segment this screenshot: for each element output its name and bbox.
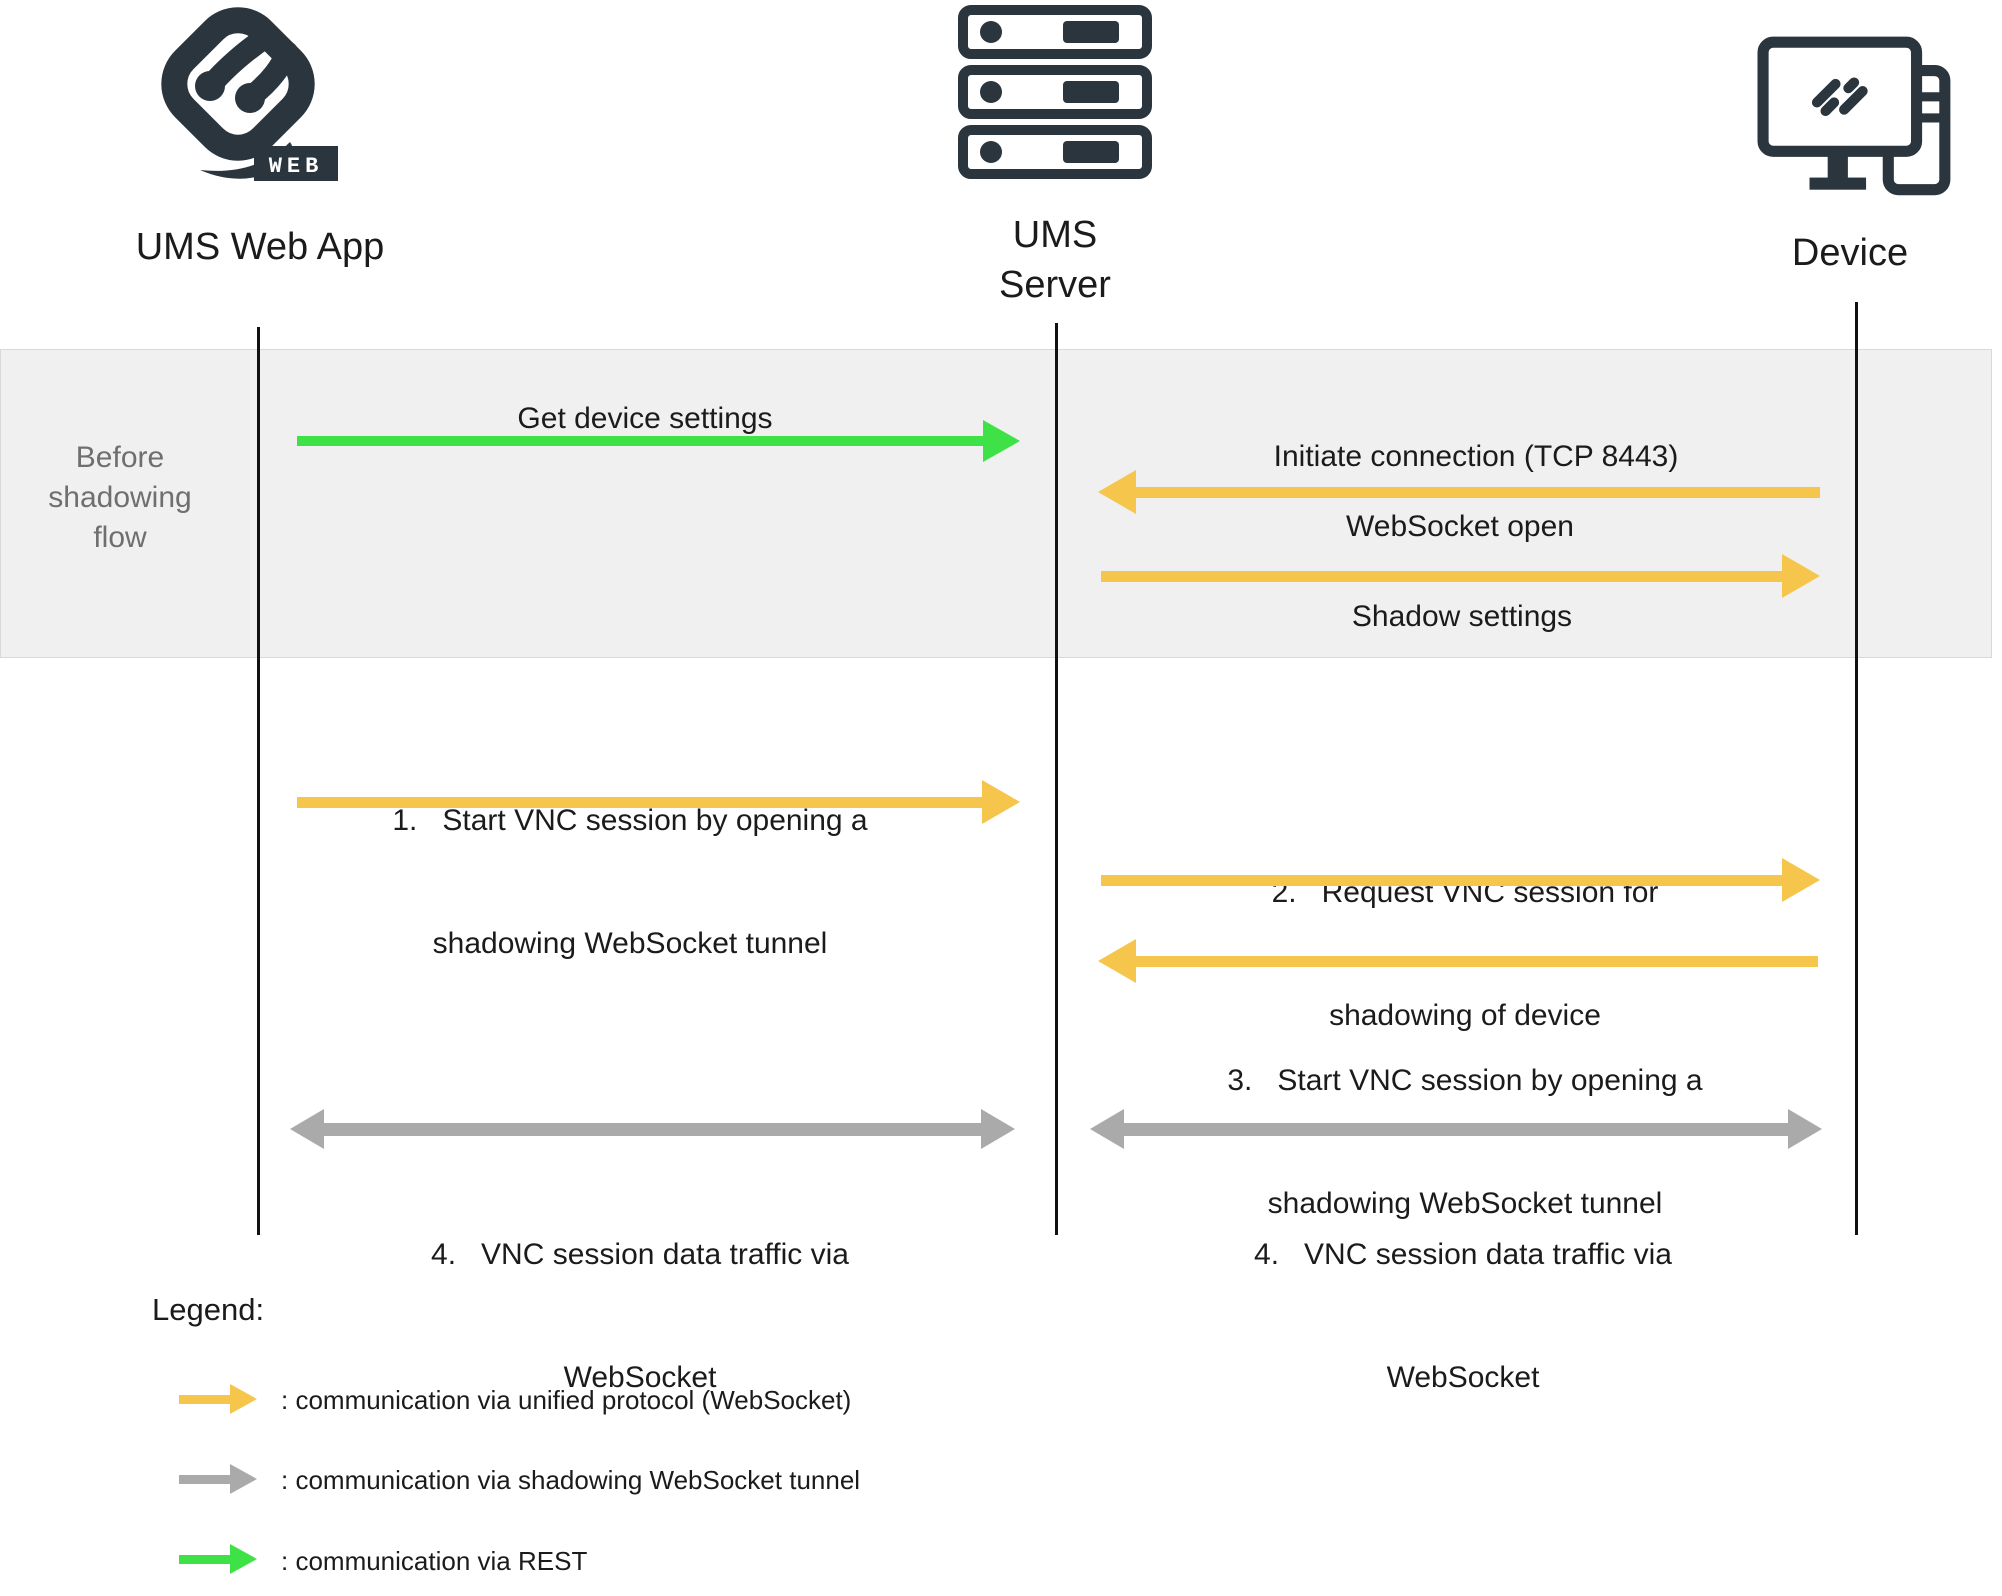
message-initiate-connection: Initiate connection (TCP 8443) [1273, 440, 1679, 473]
unified-arrow-message-3 [1098, 939, 1818, 983]
message-shadow-settings: Shadow settings [1351, 600, 1573, 633]
message-3-start-vnc: 3. Start VNC session by opening a shadow… [1165, 978, 1765, 1306]
message-4-right-line1: 4. VNC session data traffic via [1254, 1238, 1672, 1271]
before-shadowing-region [0, 349, 1992, 658]
message-4-left-vnc-traffic: 4. VNC session data traffic via WebSocke… [330, 1152, 950, 1480]
message-3-line2: shadowing WebSocket tunnel [1267, 1187, 1663, 1220]
message-1-start-vnc: 1. Start VNC session by opening a shadow… [320, 718, 940, 1046]
web-badge-label: WEB [269, 154, 324, 179]
lifeline-device [1855, 302, 1858, 1235]
unified-arrow-initiate-connection [1098, 470, 1820, 514]
message-get-device-settings: Get device settings [517, 402, 773, 435]
actor-label-ums-server: UMS Server [999, 214, 1111, 306]
device-screen-logo [1811, 77, 1868, 117]
message-1-line2: shadowing WebSocket tunnel [432, 927, 828, 960]
tunnel-arrow-message-4-right [1090, 1109, 1822, 1149]
unified-arrow-message-2 [1101, 858, 1820, 902]
tunnel-arrow-message-4-left [290, 1109, 1015, 1149]
ums-web-app-logo-icon: WEB [161, 7, 338, 181]
message-3-line1: 3. Start VNC session by opening a [1227, 1064, 1703, 1097]
message-4-left-line2: WebSocket [563, 1361, 717, 1394]
legend-item-unified-protocol: : communication via unified protocol (We… [281, 1385, 852, 1415]
message-2-line2: shadowing of device [1329, 999, 1601, 1032]
rest-arrow-get-device-settings [297, 419, 1020, 463]
lifeline-ums-server [1055, 323, 1058, 1235]
actor-label-device: Device [1791, 232, 1909, 274]
legend-shadowing-tunnel-arrow-icon [179, 1464, 257, 1494]
message-4-right-line2: WebSocket [1386, 1361, 1540, 1394]
message-4-left-line1: 4. VNC session data traffic via [431, 1238, 849, 1271]
lifeline-ums-web-app [257, 327, 260, 1235]
legend-rest-arrow-icon [179, 1544, 257, 1574]
legend-title: Legend: [152, 1292, 265, 1327]
legend-unified-protocol-arrow-icon [179, 1384, 257, 1414]
unified-arrow-message-1 [297, 780, 1020, 824]
server-rack-icon [958, 5, 1152, 179]
message-1-line1: 1. Start VNC session by opening a [392, 804, 868, 837]
legend-item-shadowing-tunnel: : communication via shadowing WebSocket … [281, 1465, 861, 1495]
unified-arrow-websocket-open [1101, 554, 1820, 598]
message-websocket-open: WebSocket open [1346, 510, 1574, 543]
device-desktop-icon [1757, 36, 1951, 196]
web-badge [254, 146, 338, 181]
legend-item-rest: : communication via REST [281, 1546, 588, 1576]
actor-label-ums-web-app: UMS Web App [135, 226, 385, 268]
before-shadowing-label: Before shadowing flow [48, 441, 192, 554]
message-4-right-vnc-traffic: 4. VNC session data traffic via WebSocke… [1158, 1152, 1768, 1480]
